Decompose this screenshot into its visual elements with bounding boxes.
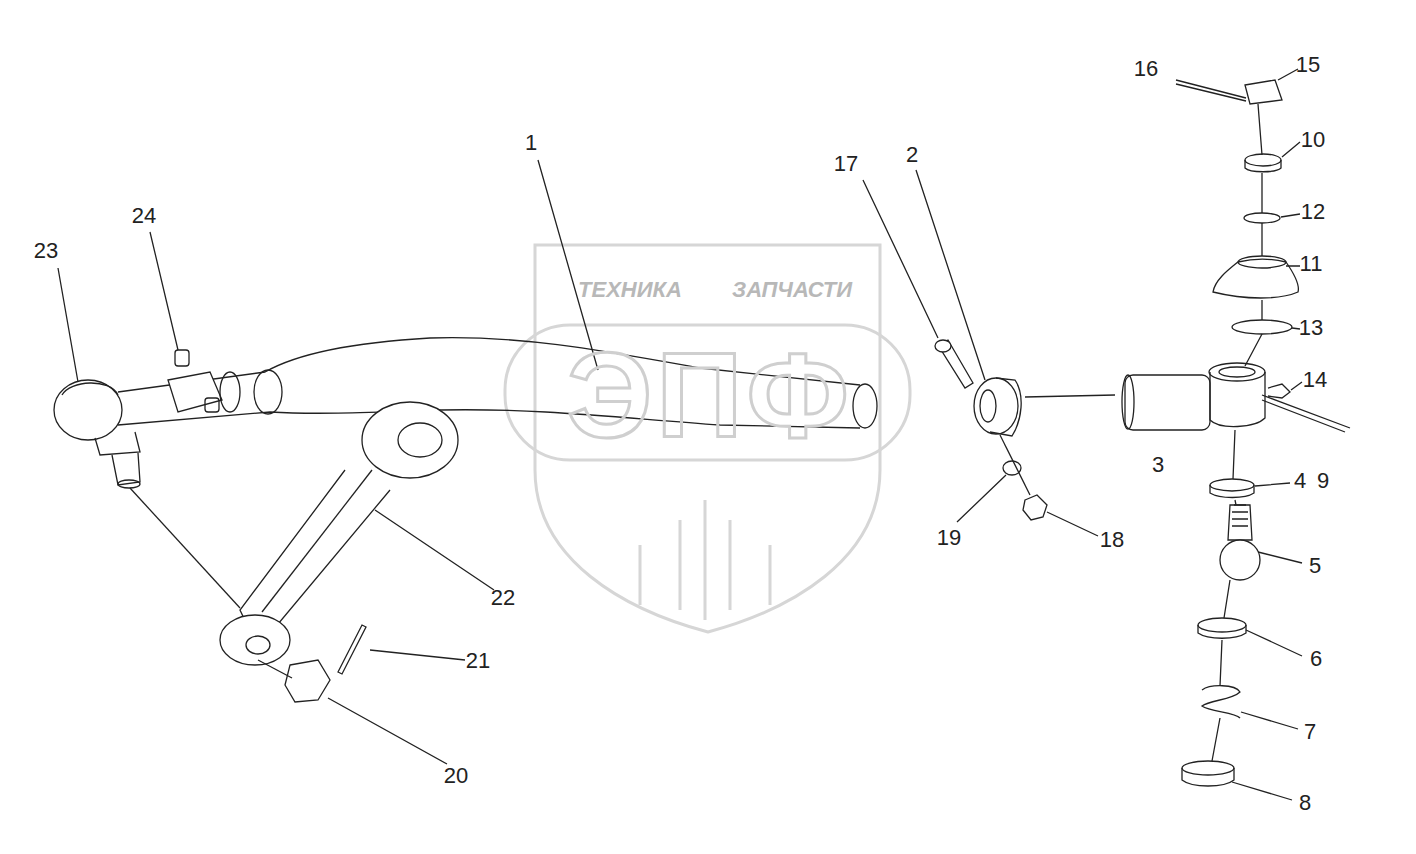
callout-number: 8 bbox=[1299, 792, 1311, 814]
callout-number: 17 bbox=[834, 153, 858, 175]
callout-number: 19 bbox=[937, 527, 961, 549]
watermark-text: ЗАПЧАСТИ bbox=[732, 279, 852, 301]
callout-number: 11 bbox=[1300, 253, 1323, 275]
callout-number: 12 bbox=[1301, 201, 1325, 223]
callout-number: 21 bbox=[466, 650, 490, 672]
callout-number: 1 bbox=[525, 132, 537, 154]
callout-number: 20 bbox=[444, 765, 468, 787]
callout-number: 18 bbox=[1100, 529, 1124, 551]
callout-number: 7 bbox=[1304, 721, 1316, 743]
callout-number: 6 bbox=[1310, 648, 1322, 670]
callout-number: 15 bbox=[1296, 54, 1320, 76]
callout-number: 9 bbox=[1317, 470, 1329, 492]
callout-number: 5 bbox=[1309, 555, 1321, 577]
callout-number: 22 bbox=[491, 587, 515, 609]
callout-number: 24 bbox=[132, 205, 156, 227]
callout-number: 3 bbox=[1152, 454, 1164, 476]
watermark-logo: ЭПФ bbox=[567, 335, 853, 455]
callout-number: 10 bbox=[1301, 129, 1325, 151]
callout-number: 2 bbox=[906, 144, 918, 166]
callout-number: 16 bbox=[1134, 58, 1158, 80]
callout-number: 14 bbox=[1303, 369, 1327, 391]
callout-number: 13 bbox=[1299, 317, 1323, 339]
callout-number: 23 bbox=[34, 240, 58, 262]
watermark-text: ТЕХНИКА bbox=[578, 279, 682, 301]
callout-number: 4 bbox=[1294, 470, 1306, 492]
